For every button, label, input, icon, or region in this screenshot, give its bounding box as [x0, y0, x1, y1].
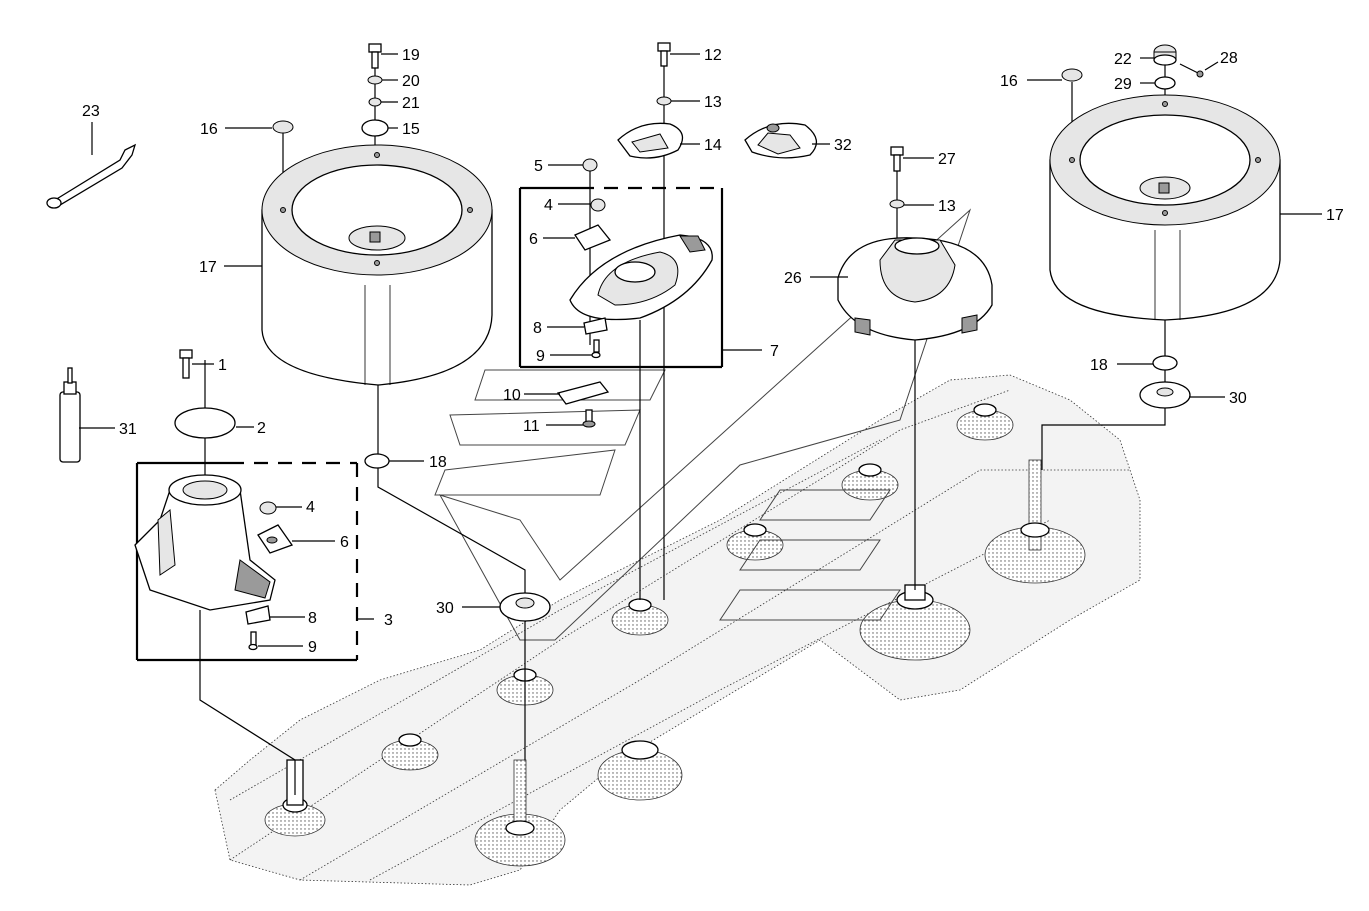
cap-14: [617, 122, 684, 159]
brand-logo-outline: [434, 208, 972, 641]
washer-21: [368, 97, 382, 107]
ring-18-right: [1152, 355, 1178, 371]
washer-13-right: [889, 199, 905, 209]
wrench-23: [46, 143, 137, 209]
callout-18: 18: [429, 454, 447, 471]
ring-29: [1154, 76, 1176, 90]
callout-16: 16: [1000, 73, 1018, 90]
callout-13: 13: [938, 198, 956, 215]
bolt-9-left: [248, 631, 258, 651]
blade-10: [556, 381, 610, 405]
lock-plate-6-left: [257, 524, 294, 554]
cutter-bar-chassis: [214, 208, 1141, 886]
disc-assembly-frame-7: [518, 186, 724, 369]
chassis-disc-5: [726, 523, 784, 561]
callout-8: 8: [533, 320, 542, 337]
callout-9: 9: [308, 639, 317, 656]
hub-housing-left: [134, 461, 359, 662]
lock-plate-6-center: [574, 224, 612, 251]
gear-hub-front-2: [597, 740, 683, 801]
cap-32: [744, 122, 817, 159]
callout-11: 11: [523, 418, 540, 435]
cover-plate-2: [174, 407, 236, 439]
callout-1: 1: [218, 357, 227, 374]
callout-30: 30: [1229, 390, 1247, 407]
callout-22: 22: [1114, 51, 1132, 68]
cap-16-right: [1061, 68, 1083, 82]
nut-5: [582, 158, 598, 172]
gear-hub-front-4: [984, 459, 1086, 584]
plate-8-center: [583, 317, 608, 335]
callout-labels: 1 2 3 4 4 5 6 6 7 8 8 9 9 10 11 12 13 13…: [82, 47, 1344, 656]
drum-cover-left: [261, 144, 493, 386]
callout-28: 28: [1220, 50, 1238, 67]
callout-29: 29: [1114, 76, 1132, 93]
drum-cover-right: [1049, 94, 1281, 321]
bushing-15: [361, 119, 389, 137]
chassis-disc-6: [841, 463, 899, 501]
callout-10: 10: [503, 387, 521, 404]
callout-4: 4: [544, 197, 553, 214]
grease-tube-31: [59, 367, 81, 463]
cap-16-left: [272, 120, 294, 134]
bolt-12: [657, 42, 671, 67]
bolt-27: [890, 146, 904, 172]
bolt-9-center: [591, 339, 601, 359]
callout-ticks: [79, 53, 1322, 647]
callout-4: 4: [306, 499, 315, 516]
bushing-22: [1153, 44, 1177, 66]
drive-hub-26: [837, 237, 993, 341]
callout-31: 31: [119, 421, 137, 438]
bolt-11: [582, 409, 596, 428]
callout-30: 30: [436, 600, 454, 617]
callout-13: 13: [704, 94, 722, 111]
chassis-disc-2: [381, 733, 439, 771]
washer-30-center: [499, 592, 551, 622]
gear-hub-front-3: [859, 584, 971, 661]
callout-2: 2: [257, 420, 266, 437]
nut-4-center: [590, 198, 606, 212]
callout-12: 12: [704, 47, 722, 64]
callout-6: 6: [529, 231, 538, 248]
callout-17: 17: [1326, 207, 1344, 224]
gear-hub-front-1: [474, 759, 566, 867]
callout-14: 14: [704, 137, 722, 154]
callout-20: 20: [402, 73, 420, 90]
washer-13-center: [656, 96, 672, 106]
chassis-disc-4: [611, 598, 669, 636]
callout-17: 17: [199, 259, 217, 276]
callout-19: 19: [402, 47, 420, 64]
ring-18-left: [364, 453, 390, 469]
washer-30-right: [1139, 381, 1191, 409]
callout-9: 9: [536, 348, 545, 365]
cutting-disc: [569, 234, 713, 321]
callout-15: 15: [402, 121, 420, 138]
callout-18: 18: [1090, 357, 1108, 374]
callout-3: 3: [384, 612, 393, 629]
callout-32: 32: [834, 137, 852, 154]
screw-28: [1179, 63, 1204, 78]
callout-16: 16: [200, 121, 218, 138]
callout-23: 23: [82, 103, 100, 120]
callout-26: 26: [784, 270, 802, 287]
chassis-disc-1: [264, 759, 326, 837]
callout-27: 27: [938, 151, 956, 168]
chassis-disc-7: [956, 403, 1014, 441]
callout-21: 21: [402, 95, 420, 112]
washer-20: [367, 75, 383, 85]
plate-8-left: [245, 605, 271, 625]
callout-5: 5: [534, 158, 543, 175]
callout-6: 6: [340, 534, 349, 551]
nut-4-left: [259, 501, 277, 515]
callout-7: 7: [770, 343, 779, 360]
bolt-1: [179, 349, 193, 379]
bolt-19: [368, 43, 382, 69]
callout-8: 8: [308, 610, 317, 627]
